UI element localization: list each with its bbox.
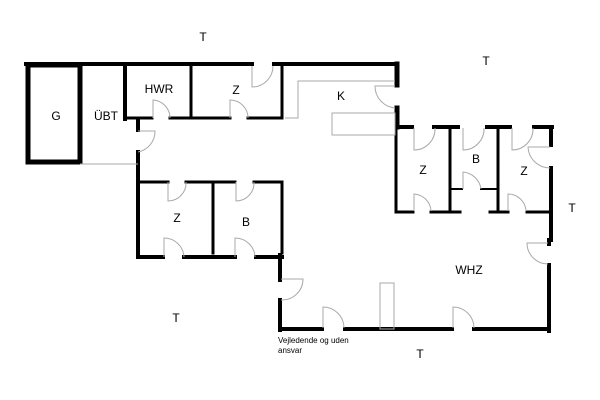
room-label-hwr: HWR <box>144 82 174 96</box>
room-label-kueche: K <box>336 89 346 103</box>
terrace-label: T <box>172 311 180 325</box>
room-label-bad-1: B <box>471 152 481 166</box>
room-label-zimmer-4: Z <box>173 211 181 225</box>
terrace-label: T <box>416 347 424 361</box>
terrace-label: T <box>568 201 576 215</box>
room-label-zimmer-1: Z <box>232 83 240 97</box>
disclaimer-line-1: Vejledende og uden <box>278 336 349 345</box>
room-label-uebt: ÜBT <box>94 109 118 123</box>
terrace-label: T <box>482 54 490 68</box>
room-label-whz: WHZ <box>455 263 483 277</box>
terrace-label: T <box>199 30 207 44</box>
disclaimer-note: Vejledende og uden ansvar <box>278 336 349 356</box>
disclaimer-line-2: ansvar <box>278 346 303 355</box>
room-label-garage: G <box>51 109 61 123</box>
room-label-bad-2: B <box>241 215 251 229</box>
room-label-zimmer-3: Z <box>520 164 528 178</box>
room-label-zimmer-2: Z <box>419 163 427 177</box>
